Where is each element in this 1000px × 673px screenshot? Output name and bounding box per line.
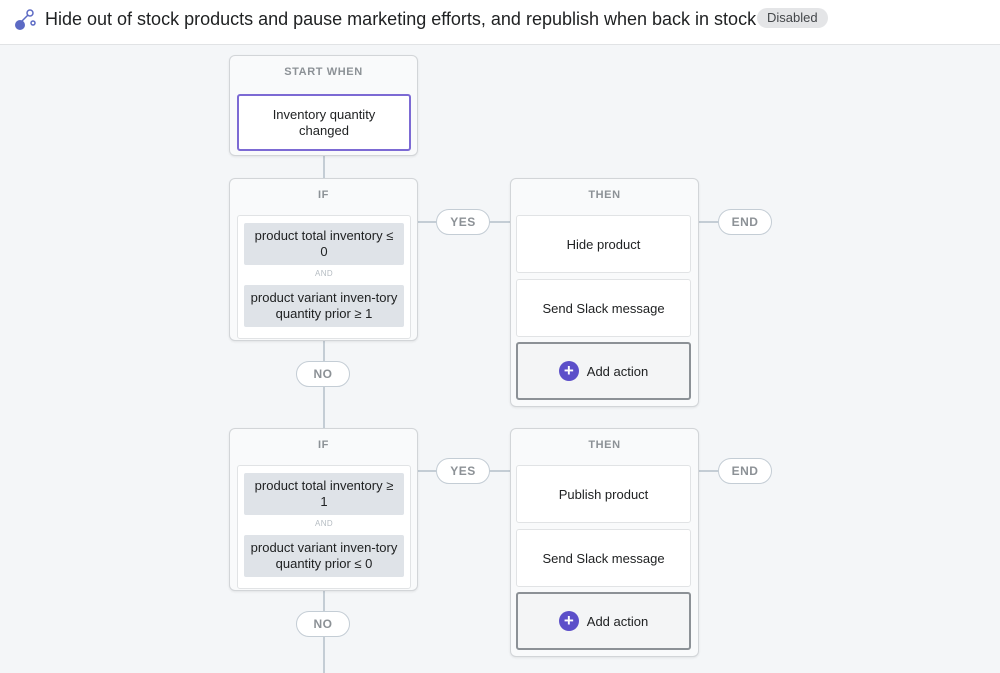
end-pill: END bbox=[718, 209, 772, 235]
and-label: AND bbox=[314, 519, 334, 528]
then-label: THEN bbox=[588, 189, 621, 201]
action-card[interactable]: Hide product bbox=[516, 215, 691, 273]
action-card[interactable]: Send Slack message bbox=[516, 279, 691, 337]
connector-line bbox=[697, 221, 719, 223]
condition-panel: IF product total inventory ≤ 0 AND produ… bbox=[229, 178, 418, 341]
condition-item[interactable]: product variant inven-tory quantity prio… bbox=[244, 535, 404, 577]
no-branch-pill: NO bbox=[296, 361, 350, 387]
add-action-button[interactable]: + Add action bbox=[516, 592, 691, 650]
action-card[interactable]: Publish product bbox=[516, 465, 691, 523]
add-action-label: Add action bbox=[586, 613, 649, 629]
condition-item[interactable]: product variant inven-tory quantity prio… bbox=[244, 285, 404, 327]
add-action-label: Add action bbox=[586, 363, 649, 379]
if-label: IF bbox=[318, 189, 329, 201]
condition-panel: IF product total inventory ≥ 1 AND produ… bbox=[229, 428, 418, 591]
yes-branch-pill: YES bbox=[436, 458, 490, 484]
condition-group[interactable]: product total inventory ≤ 0 AND product … bbox=[237, 215, 411, 339]
plus-icon: + bbox=[558, 361, 579, 381]
workflow-header: Hide out of stock products and pause mar… bbox=[0, 0, 1000, 45]
then-label: THEN bbox=[588, 439, 621, 451]
trigger-card[interactable]: Inventory quantity changed bbox=[237, 94, 411, 151]
no-branch-pill: NO bbox=[296, 611, 350, 637]
action-panel: THEN Publish product Send Slack message … bbox=[510, 428, 699, 657]
connector-line bbox=[323, 155, 325, 179]
plus-icon: + bbox=[558, 611, 579, 631]
if-label: IF bbox=[318, 439, 329, 451]
workflow-title: Hide out of stock products and pause mar… bbox=[45, 9, 757, 29]
trigger-panel: START WHEN Inventory quantity changed bbox=[229, 55, 418, 156]
workflow-icon bbox=[15, 9, 36, 30]
condition-item[interactable]: product total inventory ≤ 0 bbox=[244, 223, 404, 265]
and-label: AND bbox=[314, 269, 334, 278]
add-action-button[interactable]: + Add action bbox=[516, 342, 691, 400]
connector-line bbox=[697, 470, 719, 472]
workflow-canvas: START WHEN Inventory quantity changed IF… bbox=[0, 45, 1000, 673]
condition-group[interactable]: product total inventory ≥ 1 AND product … bbox=[237, 465, 411, 589]
action-panel: THEN Hide product Send Slack message + A… bbox=[510, 178, 699, 407]
yes-branch-pill: YES bbox=[436, 209, 490, 235]
trigger-label: START WHEN bbox=[284, 66, 363, 78]
status-badge: Disabled bbox=[757, 8, 828, 28]
condition-item[interactable]: product total inventory ≥ 1 bbox=[244, 473, 404, 515]
end-pill: END bbox=[718, 458, 772, 484]
action-card[interactable]: Send Slack message bbox=[516, 529, 691, 587]
